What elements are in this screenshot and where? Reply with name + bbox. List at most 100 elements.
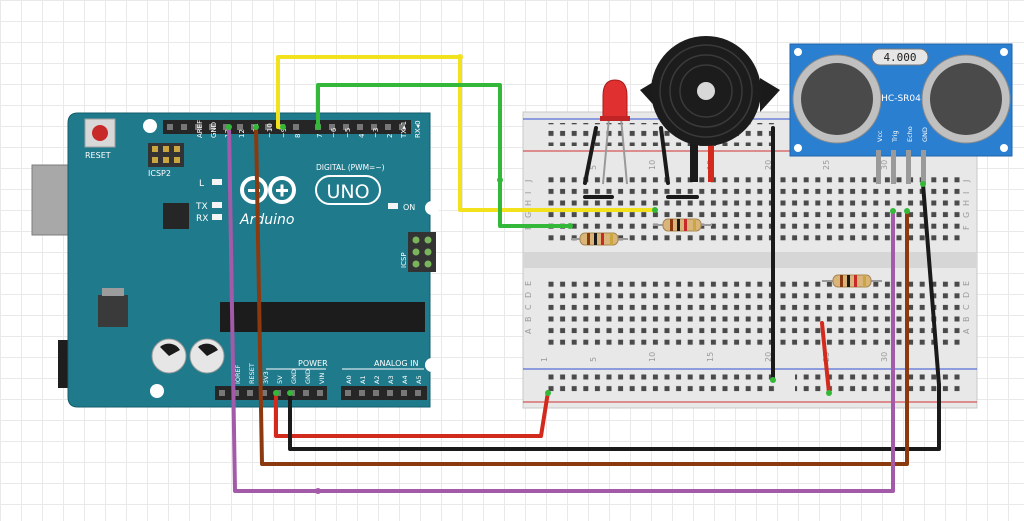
row-letter: D	[962, 292, 971, 298]
row-letter: D	[524, 292, 533, 298]
power-pin-labels: IOREF RESET 3V3 5V GND GND VIN	[234, 363, 326, 384]
header-pin	[174, 146, 180, 152]
mounting-hole	[425, 358, 439, 372]
pin-label: 12	[238, 129, 246, 138]
mounting-hole	[1000, 48, 1008, 56]
header-pin	[265, 124, 271, 130]
model-text: UNO	[326, 181, 369, 203]
power-header	[215, 386, 327, 400]
pin-label: Echo	[906, 126, 914, 142]
mounting-hole	[143, 119, 157, 133]
led-dome	[602, 79, 628, 119]
wire-red	[274, 390, 550, 438]
buzzer-center	[697, 82, 715, 100]
row-letter: C	[962, 304, 971, 310]
wire-endpoint	[273, 390, 279, 396]
sensor-model: HC-SR04	[881, 94, 921, 104]
icsp-label: ICSP	[400, 252, 408, 268]
pin-label: A4	[401, 375, 409, 384]
resistor-band	[863, 275, 866, 287]
row-letter: I	[962, 192, 971, 194]
resistor-band	[847, 275, 850, 287]
model-badge	[315, 175, 381, 205]
pin-label: RX◂0	[414, 120, 422, 138]
wire-endpoint	[890, 208, 896, 214]
pin-label: A5	[415, 375, 423, 384]
led-leg	[620, 117, 628, 185]
voltage-regulator	[98, 295, 128, 327]
mounting-hole	[794, 144, 802, 152]
pin-label: ~10	[266, 123, 274, 138]
header-pin	[412, 260, 420, 268]
resistor-band	[670, 219, 673, 231]
wires	[227, 55, 941, 493]
header-pin	[385, 124, 391, 130]
row-letter: H	[524, 200, 533, 206]
header-pin	[174, 157, 180, 163]
l-led	[212, 179, 222, 185]
buzzer-tab-right	[760, 78, 780, 112]
col-number: 20	[764, 352, 773, 362]
buzzer-leg	[690, 140, 698, 182]
on-led-label: ON	[403, 203, 415, 212]
resistor-band	[677, 219, 680, 231]
row-letter: E	[524, 281, 533, 286]
wire-black	[583, 126, 598, 185]
row-letter: H	[962, 200, 971, 206]
l-led-label: L	[199, 179, 204, 189]
col-number: 15	[706, 352, 715, 362]
usb-chip	[163, 203, 189, 229]
pin-label: RESET	[248, 363, 256, 384]
wire-brown	[254, 125, 909, 466]
bottom-rail-holes-left	[545, 374, 780, 397]
pin-label: GND	[304, 369, 312, 384]
header-pin	[163, 157, 169, 163]
wire-green	[316, 83, 572, 228]
pin-label: A2	[373, 375, 381, 384]
on-led	[388, 203, 398, 209]
resistor	[822, 274, 882, 288]
row-letter: J	[962, 180, 971, 183]
col-number: 1	[540, 357, 549, 362]
header-pin	[233, 390, 239, 396]
reset-button-cap[interactable]	[92, 125, 108, 141]
buzzer-ring	[659, 44, 753, 138]
header-pin	[152, 146, 158, 152]
arduino-logo: UNO Arduino	[239, 175, 381, 228]
pin-label: 2	[386, 134, 394, 138]
analog-header-pins	[345, 390, 421, 396]
row-letter: I	[524, 192, 533, 194]
header-pin	[195, 124, 201, 130]
header-pin	[237, 124, 243, 130]
icsp2-label: ICSP2	[148, 169, 171, 178]
analog-pin-labels: A0 A1 A2 A3 A4 A5	[345, 375, 423, 384]
pin-label: A1	[359, 375, 367, 384]
resistor-band	[601, 233, 604, 245]
header-pin	[317, 390, 323, 396]
regulator-tab	[102, 288, 124, 296]
col-number: 5	[589, 165, 598, 170]
wire-black	[288, 182, 941, 451]
wire-endpoint	[287, 390, 293, 396]
pin-label: ~6	[330, 127, 338, 138]
resistor-band	[854, 275, 857, 287]
wire-bend	[497, 177, 503, 183]
wire-endpoint	[904, 208, 910, 214]
buzzer-ring	[679, 64, 733, 118]
header-pin	[401, 390, 407, 396]
analog-label: ANALOG IN	[374, 359, 419, 368]
crystal	[871, 48, 929, 66]
col-number: 30	[880, 160, 889, 170]
pin-label: ~3	[372, 128, 380, 138]
resistor-band	[840, 275, 843, 287]
header-pin	[424, 248, 432, 256]
mounting-hole	[794, 48, 802, 56]
wire-endpoint	[567, 223, 573, 229]
resistor-band	[594, 233, 597, 245]
sensor-pin	[876, 150, 881, 184]
sensor-pin-labels: Vcc Trig Echo GND	[876, 126, 929, 143]
col-number: 5	[589, 357, 598, 362]
wire-red	[820, 321, 831, 395]
pin-label: 5V	[276, 375, 284, 384]
